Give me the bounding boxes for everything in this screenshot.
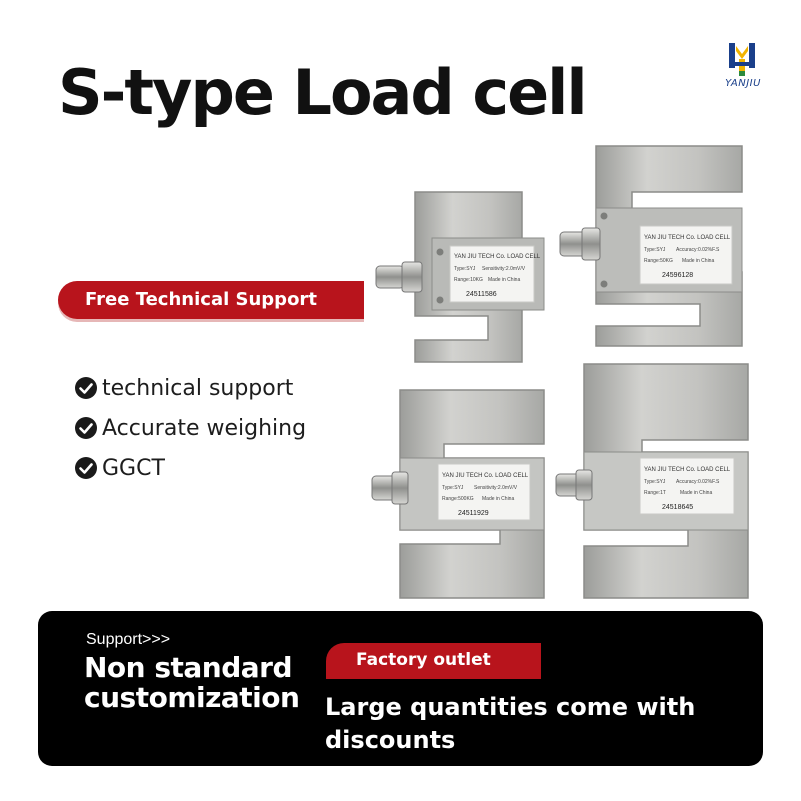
factory-outlet-tag: Factory outlet — [326, 643, 541, 679]
label-serial: 24511586 — [466, 291, 497, 298]
check-circle-icon — [75, 417, 97, 439]
label-range: Range:1T — [644, 490, 666, 496]
label-type: Type:SYJ — [644, 247, 666, 253]
brand-logo: YANJIU — [712, 40, 774, 92]
label-sensitivity: Sensitivity:2.0mV/V — [482, 266, 526, 272]
label-type: Type:SYJ — [454, 266, 476, 272]
label-range: Range:500KG — [442, 496, 474, 502]
feature-item: Accurate weighing — [74, 408, 306, 448]
discount-line-1: Large quantities come with — [325, 693, 696, 721]
load-cell-3: YAN JIU TECH Co. LOAD CELL Type:SYJ Sens… — [371, 389, 545, 599]
label-company: YAN JIU TECH Co. LOAD CELL — [644, 467, 731, 473]
load-cell-2: YAN JIU TECH Co. LOAD CELL Type:SYJ Accu… — [559, 145, 743, 347]
customization-headline: Non standard customization — [84, 653, 314, 713]
check-circle-icon — [75, 377, 97, 399]
support-label: Support>>> — [86, 631, 171, 648]
feature-item: technical support — [74, 368, 306, 408]
check-circle-icon — [75, 457, 97, 479]
label-serial: 24596128 — [662, 272, 693, 279]
feature-label: Accurate weighing — [102, 415, 307, 441]
load-cell-1: YAN JIU TECH Co. LOAD CELL Type:SYJ Sens… — [375, 191, 545, 363]
free-support-ribbon: Free Technical Support — [58, 281, 364, 319]
label-serial: 24518645 — [662, 504, 693, 511]
feature-label: technical support — [102, 375, 294, 401]
label-sensitivity: Sensitivity:2.0mV/V — [474, 485, 518, 491]
label-origin: Made in China — [682, 258, 714, 264]
discount-text: Large quantities come with discounts — [325, 691, 745, 757]
label-type: Type:SYJ — [644, 479, 666, 485]
label-company: YAN JIU TECH Co. LOAD CELL — [454, 254, 541, 260]
label-origin: Made in China — [488, 277, 520, 283]
label-company: YAN JIU TECH Co. LOAD CELL — [644, 235, 731, 241]
brand-name: YANJIU — [725, 78, 761, 89]
load-cell-4: YAN JIU TECH Co. LOAD CELL Type:SYJ Accu… — [555, 363, 749, 599]
headline-line-1: Non standard — [84, 651, 293, 684]
label-origin: Made in China — [482, 496, 514, 502]
page-title: S-type Load cell — [58, 56, 588, 129]
feature-item: GGCT — [74, 448, 306, 488]
label-accuracy: Accuracy:0.02%F.S — [676, 479, 720, 485]
label-origin: Made in China — [680, 490, 712, 496]
headline-line-2: customization — [84, 681, 300, 714]
label-company: YAN JIU TECH Co. LOAD CELL — [442, 473, 529, 479]
feature-label: GGCT — [102, 455, 165, 481]
label-accuracy: Accuracy:0.02%F.S — [676, 247, 720, 253]
label-type: Type:SYJ — [442, 485, 464, 491]
product-photos: YAN JIU TECH Co. LOAD CELL Type:SYJ Sens… — [371, 145, 749, 599]
ribbon-label: Free Technical Support — [85, 289, 317, 310]
factory-outlet-label: Factory outlet — [356, 650, 491, 670]
yanjiu-logo-icon — [729, 43, 755, 76]
label-range: Range:50KG — [644, 258, 673, 264]
label-range: Range:10KG — [454, 277, 483, 283]
feature-list: technical support Accurate weighing GGCT — [74, 368, 306, 488]
discount-line-2: discounts — [325, 726, 456, 754]
bottom-promo-panel: Support>>> Non standard customization Fa… — [38, 611, 763, 766]
label-serial: 24511929 — [458, 510, 489, 517]
